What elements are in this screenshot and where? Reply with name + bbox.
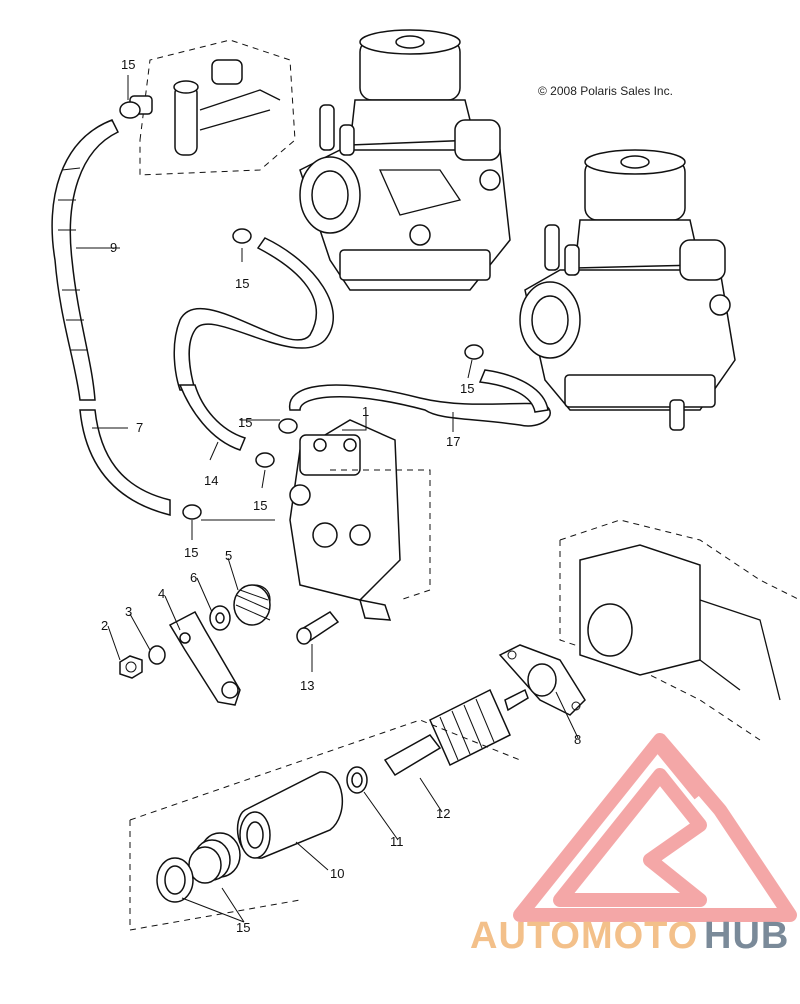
leader-lines: [76, 75, 579, 923]
callout-9: 9: [110, 240, 117, 255]
callout-6: 6: [190, 570, 197, 585]
callout-16: 15: [236, 920, 250, 935]
carburetor-upper: [299, 29, 511, 291]
callout-15-b: 15: [235, 276, 249, 291]
engine-head-outline: [129, 39, 296, 176]
gasket-8: [498, 644, 586, 716]
bolt-13: [296, 611, 340, 645]
fuel-pump: [289, 419, 431, 621]
engine-block-outline: [559, 519, 800, 741]
hose-17: [288, 369, 551, 427]
callout-15-c: 15: [460, 381, 474, 396]
washer-6: [209, 605, 231, 631]
callout-15-e: 15: [253, 498, 267, 513]
watermark-text-right: HUB: [704, 915, 789, 957]
hose-9: [51, 119, 120, 401]
watermark-logo: [513, 733, 797, 922]
hose-14: [173, 237, 335, 451]
hose-7: [79, 409, 171, 516]
callout-5: 5: [225, 548, 232, 563]
watermark-text-left: AUTOMOTO: [470, 915, 698, 957]
sleeve-10: [236, 771, 344, 859]
copyright-text: © 2008 Polaris Sales Inc.: [538, 84, 673, 98]
callout-1: 1: [362, 404, 369, 419]
callout-8: 8: [574, 732, 581, 747]
lever-4: [168, 610, 241, 706]
callout-11: 11: [390, 834, 404, 849]
callout-13: 13: [300, 678, 314, 693]
callout-15-a: 15: [121, 57, 135, 72]
watermark-text: AUTOMOTO HUB: [470, 915, 789, 957]
callout-3: 3: [125, 604, 132, 619]
clamp-parts: [119, 101, 484, 520]
callout-12: 12: [436, 806, 450, 821]
callout-2: 2: [101, 618, 108, 633]
callouts: 15 9 7 15 15 1 15 17 14 15 15 5 6 4 3 2 …: [101, 57, 581, 935]
callout-15-f: 15: [184, 545, 198, 560]
drive-shaft-12: [383, 688, 529, 777]
callout-7: 7: [136, 420, 143, 435]
callout-14: 14: [204, 473, 218, 488]
springs-16: [156, 832, 241, 903]
spring-5: [233, 584, 271, 626]
callout-10: 10: [330, 866, 344, 881]
washer-3: [148, 645, 166, 665]
callout-17: 17: [446, 434, 460, 449]
washer-11: [346, 766, 368, 794]
callout-4: 4: [158, 586, 165, 601]
nut-2: [119, 655, 143, 679]
carburetor-lower: [519, 149, 736, 431]
assembly-outline: [129, 719, 521, 931]
callout-15-d: 15: [238, 415, 252, 430]
